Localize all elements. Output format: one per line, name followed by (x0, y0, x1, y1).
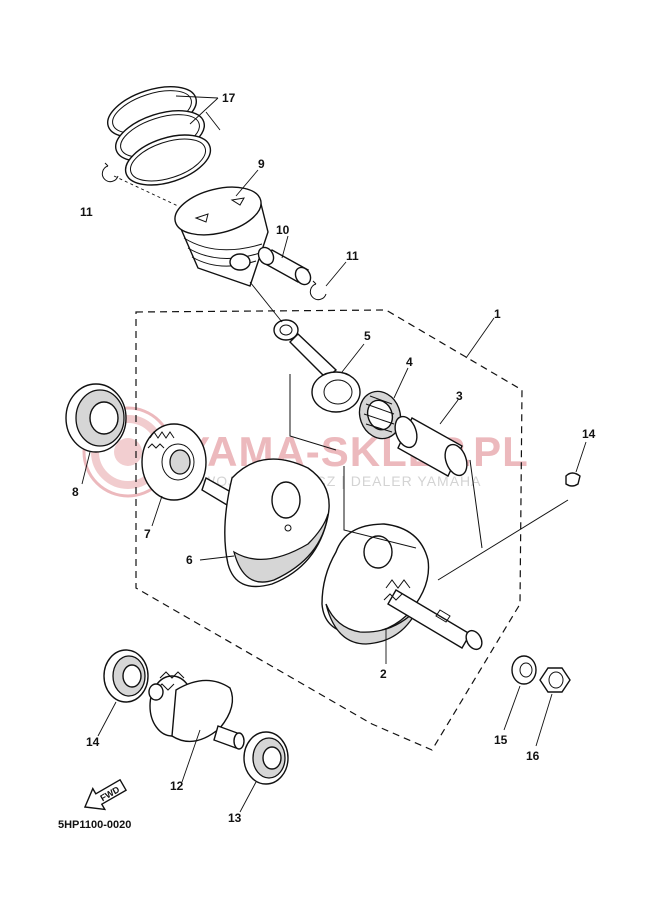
callout-13: 12 (170, 779, 184, 793)
callout-9: 9 (258, 157, 265, 171)
crankshaft-assembly-boundary (135, 309, 523, 751)
callout-4: 4 (406, 355, 413, 369)
callout-16: 15 (494, 733, 508, 747)
bearing-upper (103, 649, 149, 703)
connecting-rod (249, 281, 361, 413)
forward-arrow-icon: FWD (83, 778, 128, 811)
callout-8: 8 (72, 485, 79, 499)
callout-10: 10 (276, 223, 290, 237)
nut (539, 667, 571, 693)
leader-lines (81, 95, 587, 813)
woodruff-key (565, 472, 581, 487)
callout-11-left: 11 (80, 205, 93, 219)
crankshaft-left-half (201, 458, 330, 588)
diagram-code: 5HP1100-0020 (58, 819, 131, 831)
callout-17: 16 (526, 749, 540, 763)
callout-11-right: 11 (346, 249, 359, 263)
callout-15: 14 (582, 427, 596, 441)
circlip-right (309, 280, 327, 301)
piston (174, 186, 269, 287)
callout-7: 7 (144, 527, 151, 541)
circlip-left (101, 162, 119, 183)
bearing-lower (243, 731, 289, 785)
callout-12: 17 (222, 91, 236, 105)
washer (511, 655, 537, 685)
callout-1: 1 (494, 307, 501, 321)
watermark-title: YAMA-SKLEP.PL (182, 428, 529, 475)
callout-14-left: 14 (86, 735, 100, 749)
piston-pin (257, 246, 312, 286)
callout-3: 3 (456, 389, 463, 403)
callout-6: 6 (186, 553, 193, 567)
callouts: 17 9 11 10 11 1 5 4 3 14 8 7 6 2 14 15 1… (72, 91, 596, 825)
balancer-shaft (148, 671, 245, 750)
drive-gear (141, 423, 207, 501)
callout-5: 5 (364, 329, 371, 343)
bearing-left (65, 383, 127, 453)
piston-rings (107, 86, 212, 186)
crankshaft-right-half (321, 523, 483, 651)
crank-pin (394, 415, 468, 477)
callout-14-right: 13 (228, 811, 242, 825)
callout-2: 2 (380, 667, 387, 681)
needle-bearing (358, 390, 402, 440)
